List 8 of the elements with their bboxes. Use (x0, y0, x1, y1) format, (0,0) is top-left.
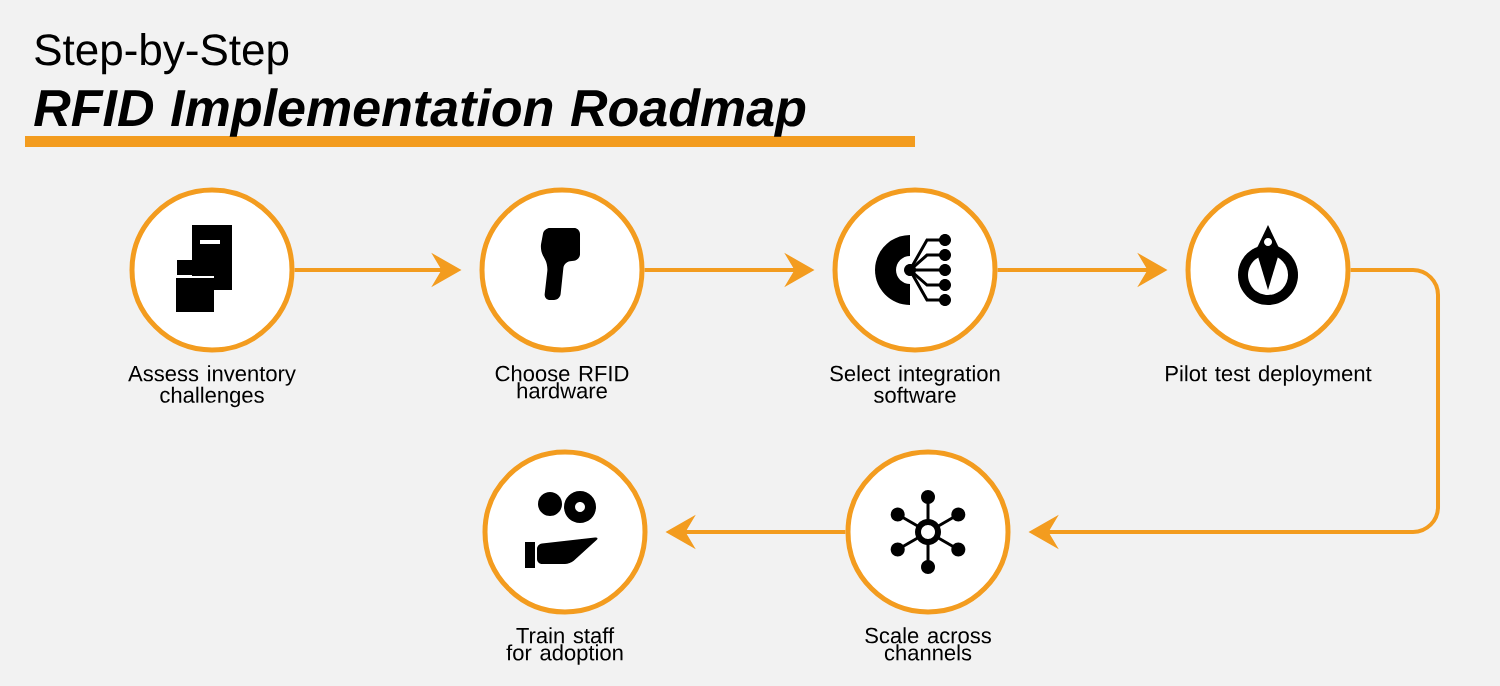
step-label: Train staff for adoption (506, 627, 623, 665)
step-label: Pilot test deployment (1166, 365, 1372, 386)
step-label: Scale across channels (865, 627, 991, 661)
title: Step-by-Step (35, 33, 289, 75)
step-label: Assess inventory challenges (128, 365, 296, 408)
step-label: Select integration software (830, 365, 1000, 403)
step-label: Choose RFID hardware (495, 365, 629, 399)
title: RFID Implementation Roadmap (34, 88, 806, 137)
